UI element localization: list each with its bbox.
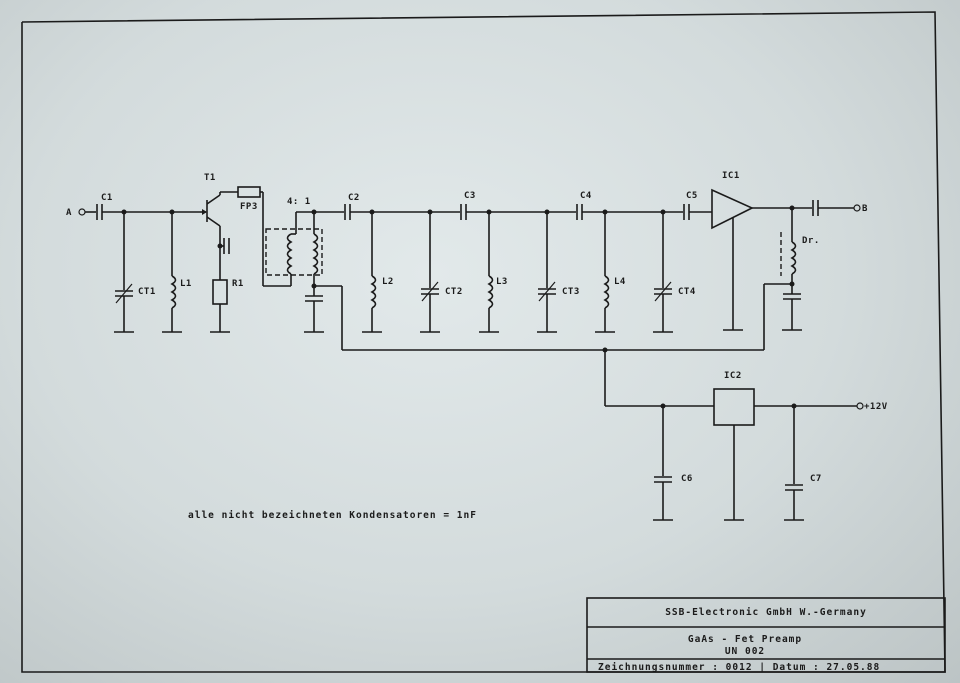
label-ct3: CT3 — [562, 287, 580, 297]
sheet-border — [21, 11, 946, 673]
capacitor-note: alle nicht bezeichneten Kondensatoren = … — [188, 510, 477, 521]
label-input: A — [66, 208, 72, 218]
label-t1: T1 — [204, 173, 216, 183]
component-labels: A C1 T1 FP3 4: 1 C2 C3 C4 C5 IC1 B CT1 L… — [66, 171, 888, 484]
label-c4: C4 — [580, 191, 592, 201]
company-name: SSB-Electronic GmbH W.-Germany — [665, 607, 867, 618]
power-supply — [342, 347, 864, 521]
label-l4: L4 — [614, 277, 626, 287]
label-r1: R1 — [232, 279, 244, 289]
device-title: GaAs - Fet Preamp — [688, 634, 802, 645]
label-l1: L1 — [180, 279, 192, 289]
input-section — [78, 204, 200, 333]
label-ct4: CT4 — [678, 287, 696, 297]
t1-transistor — [200, 186, 291, 333]
label-l2: L2 — [382, 277, 394, 287]
transformer-4-1 — [265, 209, 344, 350]
input-terminal — [78, 208, 86, 216]
label-c6: C6 — [681, 474, 693, 484]
title-block: SSB-Electronic GmbH W.-Germany GaAs - Fe… — [586, 597, 946, 673]
fp3-ferrite — [237, 186, 261, 198]
l1-inductor — [170, 275, 177, 309]
label-l3: L3 — [496, 277, 508, 287]
label-ic1: IC1 — [722, 171, 740, 181]
output-terminal — [853, 204, 861, 212]
label-c7: C7 — [810, 474, 822, 484]
ic1-amplifier — [711, 188, 861, 350]
drawing-number: Zeichnungsnummer : 0012 | Datum : 27.05.… — [598, 662, 880, 673]
label-c3: C3 — [464, 191, 476, 201]
label-fp3: FP3 — [240, 202, 258, 212]
r1-resistor — [212, 279, 228, 305]
l2-inductor — [370, 275, 377, 309]
label-output: B — [862, 204, 868, 214]
label-ratio: 4: 1 — [287, 197, 311, 207]
label-ct2: CT2 — [445, 287, 463, 297]
label-supply: +12V — [864, 402, 888, 412]
label-c1: C1 — [101, 193, 113, 203]
ic2-regulator — [713, 388, 755, 426]
filter-chain — [344, 204, 712, 333]
label-c5: C5 — [686, 191, 698, 201]
label-ct1: CT1 — [138, 287, 156, 297]
device-model: UN 002 — [725, 646, 765, 657]
label-c2: C2 — [348, 193, 360, 203]
supply-terminal — [856, 402, 864, 410]
l3-inductor — [487, 275, 494, 309]
label-ic2: IC2 — [724, 371, 742, 381]
l4-inductor — [603, 275, 610, 309]
label-dr: Dr. — [802, 236, 820, 246]
dr-choke — [790, 241, 797, 275]
